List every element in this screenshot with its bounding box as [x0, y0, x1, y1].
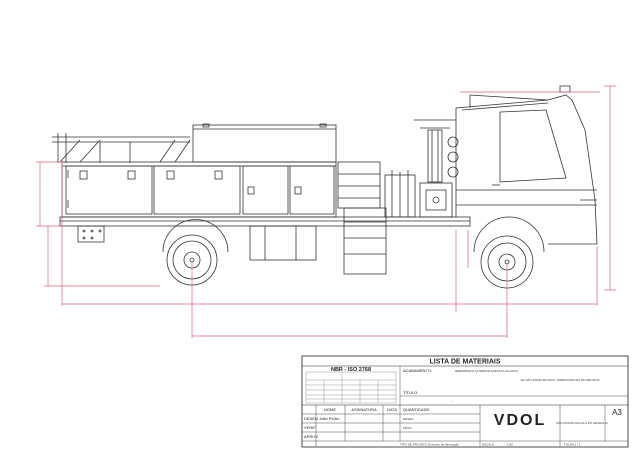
tipo-label: TIPO DE PROJETO: [400, 443, 428, 447]
light-mast [414, 119, 459, 218]
titulo-label: TÍTULO: [403, 390, 418, 395]
dimension-note: SE NÃO ESPECIFICADO, DIMENSÕES EM MILIME… [520, 377, 599, 382]
acabamento-label: ACABAMENTO: [403, 368, 432, 373]
titulo-value: - [452, 398, 454, 403]
title-block: LISTA DE MATERIAIS NBR - ISO 2768 ACABAM… [301, 355, 629, 448]
assinatura-header: ASSINATURA [351, 407, 377, 412]
escala-value: 1:50 [507, 443, 513, 447]
aprov-label: APROV [304, 434, 318, 439]
roof-rack [52, 133, 191, 163]
escala-label: ESCALA: [482, 443, 495, 447]
standard-label: NBR - ISO 2768 [331, 367, 371, 373]
sheet-size: A3 [612, 408, 622, 417]
desen2-label: DESEN: [403, 417, 414, 421]
company-logo: VDOL [494, 412, 546, 429]
materials-title: LISTA DE MATERIAIS [429, 359, 500, 366]
cylinder-rack [384, 170, 416, 218]
verif-label: VERIF [304, 425, 316, 430]
side-tanks [249, 225, 317, 261]
rear-wheel [162, 219, 229, 286]
truck-body [61, 161, 337, 218]
dimension-lines [36, 85, 616, 338]
truck-side-view [52, 85, 598, 289]
pesol-label: PESO: [403, 426, 412, 430]
access-steps [337, 161, 387, 275]
data-header: DATA [387, 407, 397, 412]
nao-mudar-note: NÃO MUDAR ESCALA DO DESENHO [556, 420, 609, 425]
upper-toolbox [192, 123, 337, 163]
nome-header: NOME [324, 407, 336, 412]
tolerance-table [305, 371, 397, 404]
folha-label: FOLHA 1 / 1 [564, 443, 581, 447]
desen-label: DESEN [304, 416, 318, 421]
desen-name: João Pedro [319, 416, 340, 421]
front-wheel [473, 216, 545, 289]
truck-cab [455, 85, 598, 245]
acabamento-value: REBARBAR E QUEBRAR ARESTAS AGUDAS [455, 369, 518, 373]
quantidade-label: QUANTIDADE: [403, 407, 430, 412]
tipo-value: Desenho de fabricação [428, 443, 459, 447]
